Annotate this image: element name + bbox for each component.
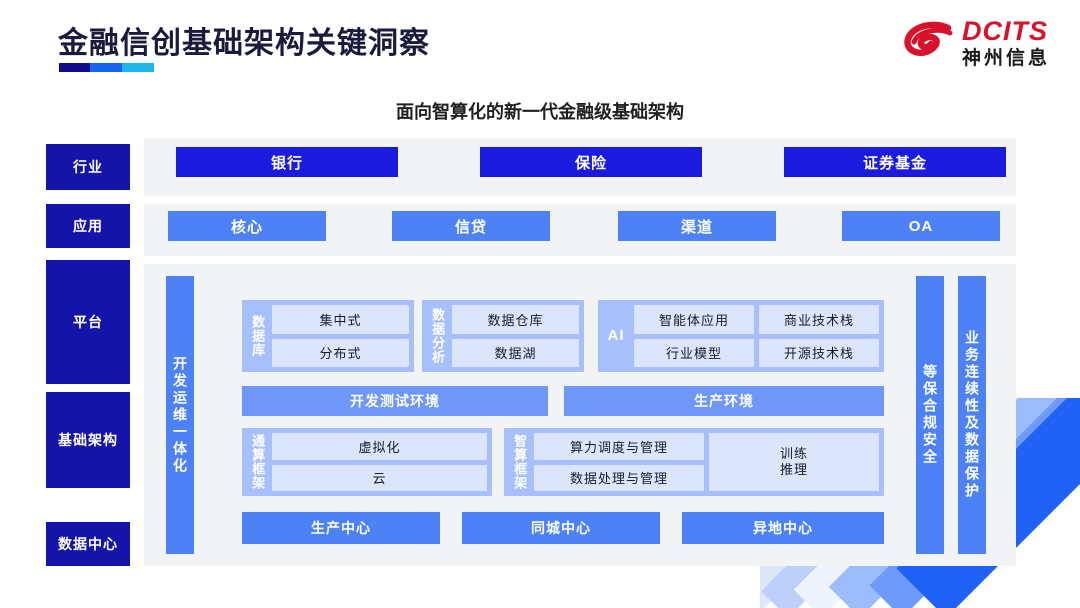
sidebar-item-datacenter[interactable]: 数据中心 [46, 522, 130, 566]
page-title: 金融信创基础架构关键洞察 [58, 27, 430, 60]
group-label-database: 数据库 [250, 315, 266, 357]
architecture-diagram: 行业 应用 平台 基础架构 数据中心 银行 保险 证券基金 核心 信贷 渠道 O… [0, 138, 1080, 578]
app-chip-credit[interactable]: 信贷 [392, 211, 550, 241]
group-label-general-compute: 通算框架 [250, 434, 266, 490]
industry-chip-securities[interactable]: 证券基金 [784, 147, 1006, 177]
cell-centralized[interactable]: 集中式 [272, 305, 409, 334]
industry-layer-panel: 银行 保险 证券基金 [144, 138, 1016, 196]
cell-compute-scheduling[interactable]: 算力调度与管理 [534, 433, 704, 460]
logo-text-cn: 神州信息 [961, 48, 1050, 69]
group-label-intelligent-compute: 智算框架 [512, 434, 528, 490]
dc-bar-metro[interactable]: 同城中心 [462, 512, 660, 544]
app-chip-oa[interactable]: OA [842, 211, 1000, 241]
cell-industry-model[interactable]: 行业模型 [634, 338, 754, 367]
sidebar-item-platform[interactable]: 平台 [46, 260, 130, 384]
logo-text-en: DCITS [961, 16, 1048, 46]
vertical-strip-devops[interactable]: 开发运维一体化 [166, 276, 194, 554]
sidebar-item-industry[interactable]: 行业 [46, 144, 130, 190]
application-chip-row: 核心 信贷 渠道 OA [154, 211, 1006, 249]
group-database: 数据库 集中式 分布式 [242, 300, 414, 372]
application-layer-panel: 核心 信贷 渠道 OA [144, 204, 1016, 256]
sidebar-item-application[interactable]: 应用 [46, 204, 130, 248]
group-ai: AI 智能体应用 行业模型 商业技术栈 开源技术栈 [598, 300, 884, 372]
title-accent-rule [59, 63, 154, 72]
cell-distributed[interactable]: 分布式 [272, 338, 409, 367]
env-bar-dev-test[interactable]: 开发测试环境 [242, 386, 548, 416]
industry-chip-insurance[interactable]: 保险 [480, 147, 702, 177]
app-chip-channel[interactable]: 渠道 [618, 211, 776, 241]
brand-logo: DCITS 神州信息 [904, 18, 1050, 68]
cell-commercial-stack[interactable]: 商业技术栈 [759, 305, 879, 334]
group-intelligent-compute-framework: 智算框架 算力调度与管理 数据处理与管理 训练 推理 [504, 428, 884, 496]
cell-data-processing[interactable]: 数据处理与管理 [534, 464, 704, 491]
industry-chip-row: 银行 保险 证券基金 [154, 147, 1006, 187]
group-label-data-analytics: 数据分析 [430, 308, 446, 364]
diagram-subtitle: 面向智算化的新一代金融级基础架构 [396, 102, 684, 122]
group-data-analytics: 数据分析 数据仓库 数据湖 [422, 300, 584, 372]
platform-infrastructure-panel: 开发运维一体化 等保合规安全 业务连续性及数据保护 数据库 集中式 分布式 数据… [144, 264, 1016, 566]
vertical-strip-security[interactable]: 等保合规安全 [916, 276, 944, 554]
dc-bar-production[interactable]: 生产中心 [242, 512, 440, 544]
env-bar-production[interactable]: 生产环境 [564, 386, 884, 416]
dcits-swirl-icon [904, 19, 954, 67]
cell-training-inference[interactable]: 训练 推理 [709, 433, 879, 491]
cell-cloud[interactable]: 云 [272, 464, 487, 491]
slide-header: 金融信创基础架构关键洞察 DCITS 神州信息 [0, 0, 1080, 92]
app-chip-core[interactable]: 核心 [168, 211, 326, 241]
cell-data-lake[interactable]: 数据湖 [452, 338, 579, 367]
layer-label-column: 行业 应用 平台 基础架构 数据中心 [46, 138, 130, 566]
group-general-compute-framework: 通算框架 虚拟化 云 [242, 428, 492, 496]
platform-inner-content: 数据库 集中式 分布式 数据分析 数据仓库 数据湖 AI [236, 276, 900, 554]
group-label-ai: AI [607, 326, 625, 344]
industry-chip-bank[interactable]: 银行 [176, 147, 398, 177]
cell-virtualization[interactable]: 虚拟化 [272, 433, 487, 460]
vertical-strip-continuity[interactable]: 业务连续性及数据保护 [958, 276, 986, 554]
cell-opensource-stack[interactable]: 开源技术栈 [759, 338, 879, 367]
dc-bar-remote[interactable]: 异地中心 [682, 512, 884, 544]
cell-data-warehouse[interactable]: 数据仓库 [452, 305, 579, 334]
cell-agent-application[interactable]: 智能体应用 [634, 305, 754, 334]
sidebar-item-infrastructure[interactable]: 基础架构 [46, 392, 130, 488]
